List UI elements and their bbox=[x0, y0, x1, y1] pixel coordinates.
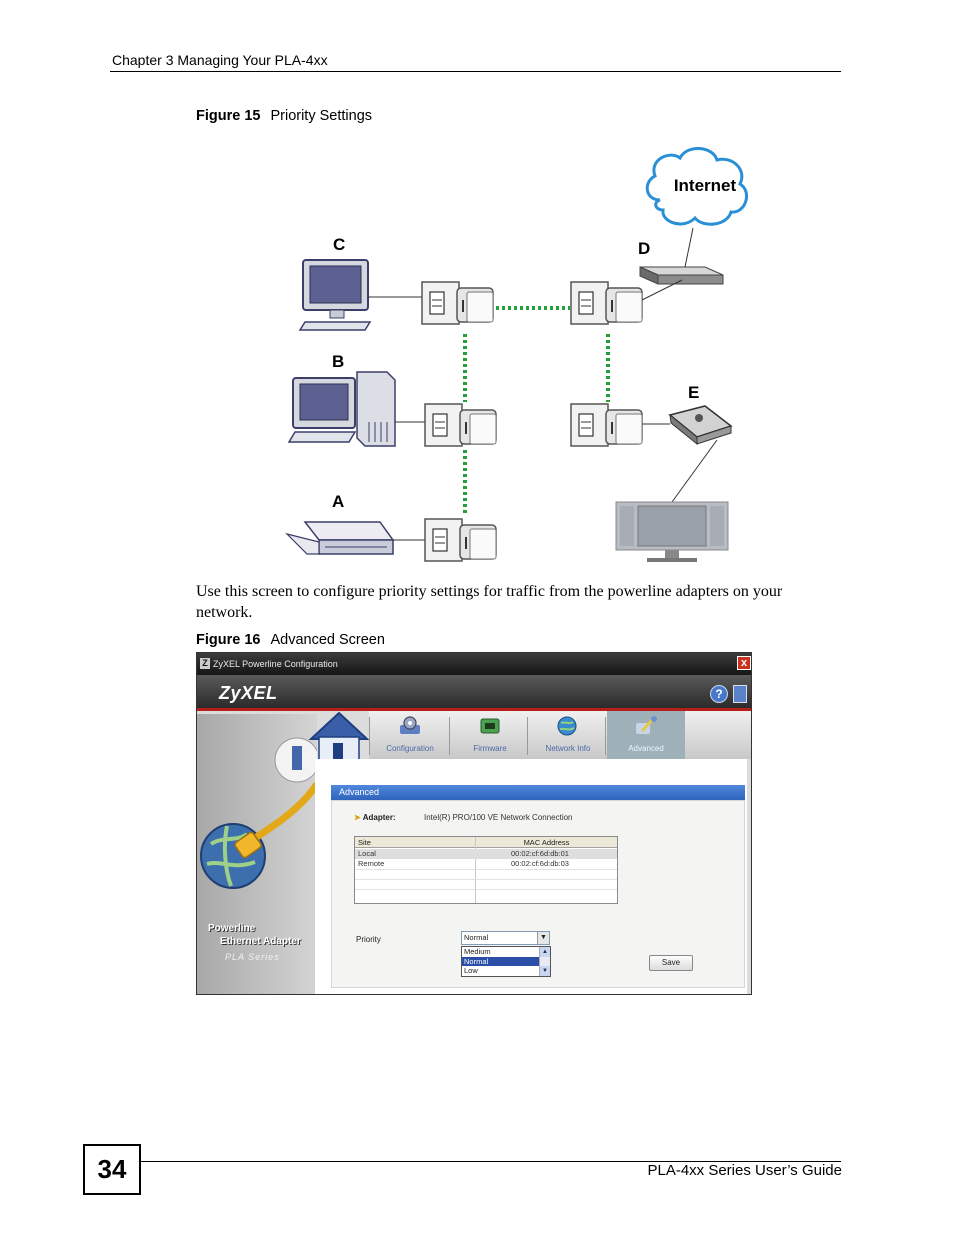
tab-advanced[interactable]: Advanced bbox=[607, 711, 685, 759]
column-header-site[interactable]: Site bbox=[355, 837, 476, 848]
row-mac: 00:02:cf:6d:db:03 bbox=[511, 859, 569, 868]
priority-option-low[interactable]: Low bbox=[464, 966, 478, 975]
row-mac: 00:02:cf:6d:db:01 bbox=[511, 849, 569, 858]
table-row[interactable]: Local 00:02:cf:6d:db:01 bbox=[355, 849, 617, 859]
column-header-mac[interactable]: MAC Address bbox=[476, 837, 617, 848]
advanced-panel: ➤Adapter: Intel(R) PRO/100 VE Network Co… bbox=[331, 800, 745, 988]
zyxel-app-icon: Z bbox=[200, 658, 210, 669]
adapter-label: Adapter: bbox=[362, 813, 396, 822]
table-gridline bbox=[355, 889, 617, 890]
figure-16-title: Advanced Screen bbox=[270, 632, 385, 648]
body-paragraph: Use this screen to configure priority se… bbox=[196, 583, 783, 621]
media-player-e-icon bbox=[668, 405, 733, 446]
advanced-icon bbox=[636, 716, 657, 734]
adapter-a-icon bbox=[424, 518, 497, 562]
priority-option-medium[interactable]: Medium bbox=[464, 947, 491, 956]
footer-rule bbox=[141, 1161, 841, 1162]
adapter-c-icon bbox=[421, 281, 494, 325]
dropdown-scrollbar[interactable]: ▲ ▼ bbox=[539, 947, 550, 976]
label-d: D bbox=[638, 239, 650, 258]
row-site: Local bbox=[358, 849, 376, 858]
figure-16-caption: Figure 16 Advanced Screen bbox=[196, 632, 385, 648]
help-icon[interactable]: ? bbox=[710, 685, 728, 703]
tab-configuration-label: Configuration bbox=[386, 744, 434, 753]
page-number: 34 bbox=[83, 1144, 141, 1195]
powerline-config-window: Z ZyXEL Powerline Configuration x ZyXEL … bbox=[196, 652, 752, 995]
window-title: ZyXEL Powerline Configuration bbox=[213, 659, 338, 669]
configuration-icon bbox=[400, 716, 420, 734]
side-line-1: Powerline bbox=[208, 923, 256, 934]
side-line-3: PLA Series bbox=[225, 952, 280, 962]
header-rule bbox=[110, 71, 841, 72]
tab-firmware[interactable]: Firmware bbox=[451, 711, 529, 759]
tab-separator bbox=[605, 717, 606, 755]
chevron-down-icon[interactable]: ▼ bbox=[537, 932, 549, 944]
label-c: C bbox=[333, 235, 345, 254]
priority-select[interactable]: Normal ▼ bbox=[461, 931, 550, 945]
printer-a-icon bbox=[285, 521, 395, 555]
tab-configuration[interactable]: Configuration bbox=[371, 711, 449, 759]
computer-c-icon bbox=[298, 259, 372, 331]
figure-16-label: Figure 16 bbox=[196, 632, 261, 648]
tab-firmware-label: Firmware bbox=[473, 744, 507, 753]
tab-separator bbox=[369, 717, 370, 755]
adapter-d-icon bbox=[570, 281, 643, 325]
internet-label: Internet bbox=[674, 176, 737, 195]
label-e: E bbox=[688, 383, 699, 402]
scroll-up-icon[interactable]: ▲ bbox=[540, 947, 550, 957]
priority-selected-value: Normal bbox=[464, 933, 489, 942]
television-icon bbox=[615, 501, 729, 562]
priority-option-normal[interactable]: Normal bbox=[462, 956, 540, 966]
globe-plug-icon bbox=[200, 737, 317, 889]
tab-network-info-label: Network Info bbox=[545, 744, 591, 753]
save-button[interactable]: Save bbox=[649, 955, 693, 971]
adapter-e-icon bbox=[570, 403, 643, 447]
tab-network-info[interactable]: Network Info bbox=[529, 711, 607, 759]
row-site: Remote bbox=[358, 859, 385, 868]
network-info-icon bbox=[557, 716, 577, 736]
adapter-b-icon bbox=[424, 403, 497, 447]
advanced-content: Advanced ➤Adapter: Intel(R) PRO/100 VE N… bbox=[315, 759, 747, 994]
mac-table: Site MAC Address Local 00:02:cf:6d:db:01… bbox=[354, 836, 618, 904]
window-title-bar: Z ZyXEL Powerline Configuration bbox=[197, 653, 751, 675]
tab-separator bbox=[449, 717, 450, 755]
left-brand-panel: Powerline Ethernet Adapter PLA Series bbox=[197, 714, 317, 994]
figure-15-title: Priority Settings bbox=[270, 108, 373, 124]
router-icon bbox=[639, 266, 724, 285]
side-line-2: Ethernet Adapter bbox=[220, 936, 301, 947]
chapter-header: Chapter 3 Managing Your PLA-4xx bbox=[112, 52, 328, 68]
table-gridline bbox=[355, 869, 617, 870]
internet-cloud-icon: Internet bbox=[645, 147, 749, 226]
label-a: A bbox=[332, 492, 344, 511]
adapter-value: Intel(R) PRO/100 VE Network Connection bbox=[424, 813, 573, 822]
powerline-links bbox=[463, 306, 610, 516]
arrow-right-icon: ➤ bbox=[354, 813, 361, 822]
scroll-down-icon[interactable]: ▼ bbox=[540, 966, 550, 976]
panel-title: Advanced bbox=[331, 785, 745, 800]
priority-settings-diagram: Internet bbox=[285, 142, 755, 570]
computer-b-icon bbox=[287, 371, 396, 447]
priority-dropdown-list: Medium Normal Low ▲ ▼ bbox=[461, 946, 551, 977]
tab-advanced-label: Advanced bbox=[628, 744, 664, 753]
tab-separator bbox=[527, 717, 528, 755]
table-divider bbox=[475, 837, 476, 903]
figure-15-caption: Figure 15 Priority Settings bbox=[196, 108, 372, 124]
home-icon[interactable] bbox=[307, 711, 369, 761]
adapter-label-wrap: ➤Adapter: bbox=[354, 813, 396, 822]
close-icon[interactable]: x bbox=[737, 656, 751, 670]
figure-15-label: Figure 15 bbox=[196, 108, 261, 124]
priority-label: Priority bbox=[356, 935, 381, 944]
nav-tab-bar: Configuration Firmware Network Info Adva… bbox=[369, 711, 751, 759]
zyxel-logo: ZyXEL bbox=[219, 683, 278, 703]
table-gridline bbox=[355, 879, 617, 880]
brand-bar: ZyXEL ? bbox=[197, 675, 751, 711]
table-row[interactable]: Remote 00:02:cf:6d:db:03 bbox=[355, 859, 617, 869]
notes-icon[interactable] bbox=[733, 685, 747, 703]
label-b: B bbox=[332, 352, 344, 371]
guide-title: PLA-4xx Series User’s Guide bbox=[647, 1162, 842, 1179]
firmware-icon bbox=[480, 718, 500, 734]
